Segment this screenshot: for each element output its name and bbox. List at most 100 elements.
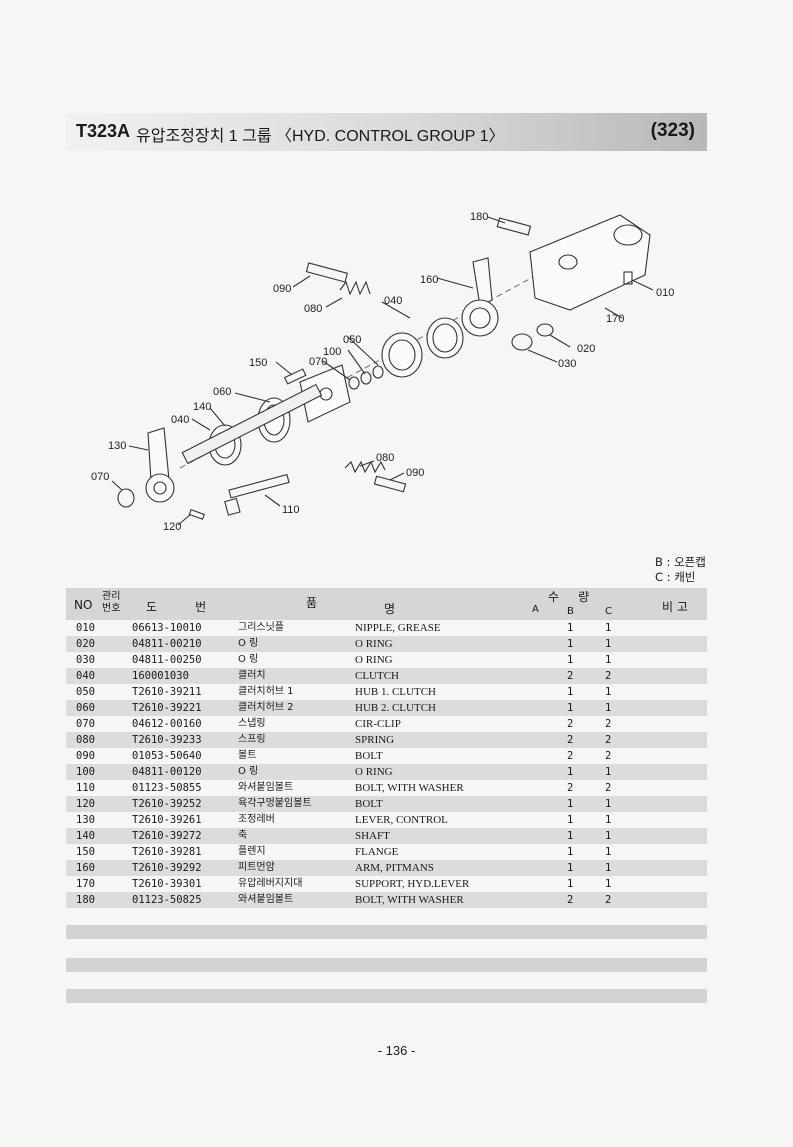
row-name-eng: FLANGE (355, 846, 399, 858)
row-name-kor: O 링 (238, 766, 259, 777)
row-part-no: 04811-00120 (132, 766, 202, 778)
row-qty-c: 1 (605, 702, 612, 714)
row-name-kor: 스냅링 (238, 718, 266, 729)
callout-060: 060 (213, 386, 231, 398)
row-qty-c: 2 (605, 718, 612, 730)
page-title-bar: T323A 유압조정장치 1 그룹 〈HYD. CONTROL GROUP 1〉… (66, 113, 707, 151)
row-qty-b: 2 (567, 894, 574, 906)
row-part-no: 01053-50640 (132, 750, 202, 762)
row-no: 110 (76, 782, 95, 794)
row-qty-c: 1 (605, 686, 612, 698)
callout-080-lower: 080 (376, 452, 394, 464)
header-qty-a: A (532, 604, 539, 615)
callout-150: 150 (249, 357, 267, 369)
row-name-eng: O RING (355, 638, 393, 650)
callout-090-lower: 090 (406, 467, 424, 479)
row-qty-c: 1 (605, 798, 612, 810)
row-no: 170 (76, 878, 95, 890)
row-qty-c: 1 (605, 846, 612, 858)
row-part-no: T2610-39233 (132, 734, 202, 746)
row-part-no: 01123-50825 (132, 894, 202, 906)
callout-070-lower: 070 (91, 471, 109, 483)
row-qty-c: 2 (605, 750, 612, 762)
callout-130: 130 (108, 440, 126, 452)
row-part-no: 160001030 (132, 670, 189, 682)
row-part-no: T2610-39292 (132, 862, 202, 874)
row-name-kor: 와셔붙임볼트 (238, 894, 294, 905)
header-remarks: 비 고 (662, 600, 688, 614)
callout-110: 110 (282, 504, 300, 516)
row-part-no: T2610-39272 (132, 830, 202, 842)
callout-180: 180 (470, 211, 488, 223)
row-part-no: T2610-39281 (132, 846, 202, 858)
row-name-kor: 볼트 (238, 750, 257, 761)
row-qty-b: 1 (567, 686, 574, 698)
row-name-kor: 와셔붙임볼트 (238, 782, 294, 793)
callout-070-upper: 070 (309, 356, 327, 368)
row-name-kor: 클러치허브 2 (238, 702, 294, 713)
header-qty-c: C (605, 606, 612, 617)
row-qty-b: 2 (567, 782, 574, 794)
row-name-kor: 클러치허브 1 (238, 686, 294, 697)
table-header: NO 관리 번호 도 번 품 명 수 량 A B C 비 고 (66, 588, 707, 620)
callout-050: 050 (343, 334, 361, 346)
row-name-kor: 스프링 (238, 734, 266, 745)
row-qty-b: 1 (567, 766, 574, 778)
row-no: 050 (76, 686, 95, 698)
exploded-parts-diagram: 180 090 080 160 040 010 170 020 030 100 … (91, 211, 674, 533)
header-name-eng: 명 (384, 602, 396, 616)
row-part-no: T2610-39252 (132, 798, 202, 810)
row-no: 180 (76, 894, 95, 906)
row-name-eng: O RING (355, 654, 393, 666)
callout-170: 170 (606, 313, 624, 325)
row-name-eng: HUB 1. CLUTCH (355, 686, 436, 698)
callout-090-upper: 090 (273, 283, 291, 295)
row-qty-b: 2 (567, 718, 574, 730)
callout-160: 160 (420, 274, 438, 286)
row-no: 090 (76, 750, 95, 762)
row-part-no: T2610-39261 (132, 814, 202, 826)
row-name-kor: O 링 (238, 654, 259, 665)
row-no: 130 (76, 814, 95, 826)
row-no: 040 (76, 670, 95, 682)
cab-type-legend: B : 오픈캡 C : 캐빈 (655, 555, 706, 585)
page-number: - 136 - (377, 1043, 416, 1058)
callout-010: 010 (656, 287, 674, 299)
row-name-eng: CLUTCH (355, 670, 399, 682)
row-name-eng: BOLT (355, 750, 383, 762)
header-part-no: 도 번 (146, 600, 207, 614)
row-part-no: 06613-10010 (132, 622, 202, 634)
row-qty-b: 1 (567, 878, 574, 890)
row-name-eng: BOLT, WITH WASHER (355, 782, 464, 794)
row-qty-b: 1 (567, 702, 574, 714)
blank-row-band (66, 958, 707, 972)
row-part-no: T2610-39211 (132, 686, 202, 698)
row-qty-c: 1 (605, 878, 612, 890)
row-part-no: T2610-39221 (132, 702, 202, 714)
row-qty-c: 2 (605, 670, 612, 682)
header-no: NO (74, 598, 93, 612)
row-no: 030 (76, 654, 95, 666)
row-name-kor: O 링 (238, 638, 259, 649)
row-name-kor: 조정레버 (238, 814, 275, 825)
blank-row-band (66, 925, 707, 939)
row-name-eng: ARM, PITMANS (355, 862, 434, 874)
row-name-eng: BOLT (355, 798, 383, 810)
row-qty-c: 1 (605, 814, 612, 826)
row-name-eng: LEVER, CONTROL (355, 814, 448, 826)
row-name-eng: O RING (355, 766, 393, 778)
row-qty-c: 2 (605, 782, 612, 794)
row-qty-b: 2 (567, 670, 574, 682)
page-title: 유압조정장치 1 그룹 〈HYD. CONTROL GROUP 1〉 (136, 128, 505, 145)
